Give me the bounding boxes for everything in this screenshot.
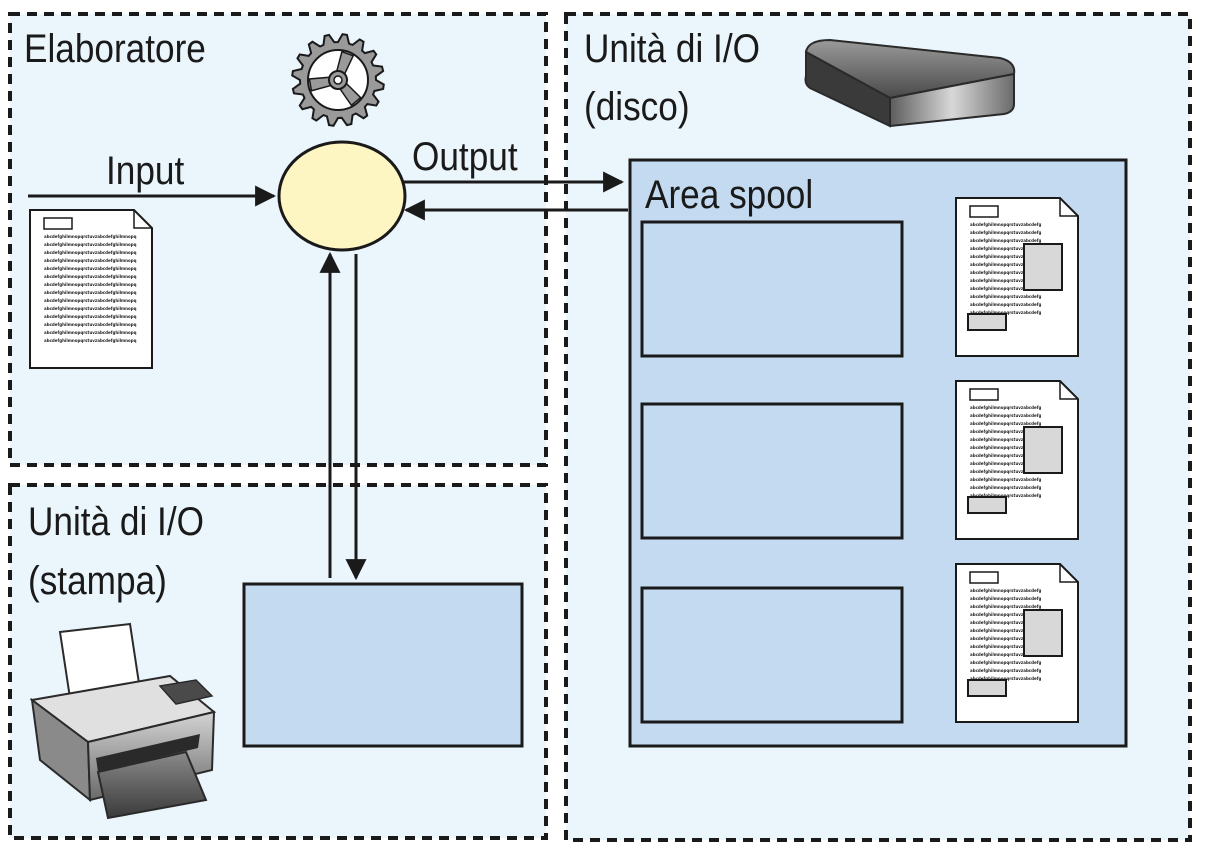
spool-documents: abcdefghilmnopqrstuvzabcdefg abcdefghilmn… [955,197,1079,723]
svg-text:abcdefghilmnopqrstuvzabcdefghi: abcdefghilmnopqrstuvzabcdefghilmnopq [44,290,137,295]
svg-text:abcdefghilmnopqrstuvzabcdefg: abcdefghilmnopqrstuvzabcdefg [970,294,1041,299]
svg-text:abcdefghilmnopqrstuvzabcdefg: abcdefghilmnopqrstuvzabcdefg [970,262,1041,267]
document-icon: abcdefghilmnopqrstuvzabcdefg abcdefghilmn… [955,563,1079,723]
svg-text:abcdefghilmnopqrstuvzabcdefg: abcdefghilmnopqrstuvzabcdefg [970,413,1041,418]
svg-text:abcdefghilmnopqrstuvzabcdefg: abcdefghilmnopqrstuvzabcdefg [970,676,1041,681]
spool-area-label: Area spool [645,172,813,217]
svg-text:abcdefghilmnopqrstuvzabcdefg: abcdefghilmnopqrstuvzabcdefg [970,636,1041,641]
processor-node [277,140,407,252]
svg-text:abcdefghilmnopqrstuvzabcdefg: abcdefghilmnopqrstuvzabcdefg [970,493,1041,498]
svg-text:abcdefghilmnopqrstuvzabcdefg: abcdefghilmnopqrstuvzabcdefg [970,254,1041,259]
spool-slot-2 [640,402,904,540]
svg-text:abcdefghilmnopqrstuvzabcdefghi: abcdefghilmnopqrstuvzabcdefghilmnopq [44,258,137,263]
printer-buffer [242,582,524,748]
svg-text:abcdefghilmnopqrstuvzabcdefghi: abcdefghilmnopqrstuvzabcdefghilmnopq [44,282,137,287]
spool-slot-1 [640,220,904,358]
svg-text:abcdefghilmnopqrstuvzabcdefg: abcdefghilmnopqrstuvzabcdefg [970,270,1041,275]
svg-text:abcdefghilmnopqrstuvzabcdefg: abcdefghilmnopqrstuvzabcdefg [970,660,1041,665]
document-icon: abcdefghilmnopqrstuvzabcdefg abcdefghilmn… [955,380,1079,540]
spool-slot-3 [640,586,904,724]
svg-text:abcdefghilmnopqrstuvzabcdefghi: abcdefghilmnopqrstuvzabcdefghilmnopq [44,298,137,303]
document-icon: abcdefghilmnopqrstuvzabcdefghilmnopq abcd… [29,209,153,369]
disk-region: Unità di I/O (disco) Area spool abcdefgh… [564,12,1192,842]
svg-text:abcdefghilmnopqrstuvzabcdefg: abcdefghilmnopqrstuvzabcdefg [970,652,1041,657]
disk-region-label-line1: Unità di I/O [584,26,760,71]
svg-text:abcdefghilmnopqrstuvzabcdefg: abcdefghilmnopqrstuvzabcdefg [970,238,1041,243]
svg-text:abcdefghilmnopqrstuvzabcdefg: abcdefghilmnopqrstuvzabcdefg [970,230,1041,235]
svg-text:abcdefghilmnopqrstuvzabcdefg: abcdefghilmnopqrstuvzabcdefg [970,429,1041,434]
svg-text:abcdefghilmnopqrstuvzabcdefg: abcdefghilmnopqrstuvzabcdefg [970,668,1041,673]
svg-text:abcdefghilmnopqrstuvzabcdefghi: abcdefghilmnopqrstuvzabcdefghilmnopq [44,242,137,247]
svg-text:abcdefghilmnopqrstuvzabcdefg: abcdefghilmnopqrstuvzabcdefg [970,596,1041,601]
svg-text:abcdefghilmnopqrstuvzabcdefg: abcdefghilmnopqrstuvzabcdefg [970,278,1041,283]
printer-region-label-line2: (stampa) [28,558,167,603]
svg-text:abcdefghilmnopqrstuvzabcdefg: abcdefghilmnopqrstuvzabcdefg [970,405,1041,410]
printer-region-label-line1: Unità di I/O [28,499,204,544]
svg-text:abcdefghilmnopqrstuvzabcdefg: abcdefghilmnopqrstuvzabcdefg [970,453,1041,458]
svg-text:abcdefghilmnopqrstuvzabcdefghi: abcdefghilmnopqrstuvzabcdefghilmnopq [44,314,137,319]
spool-area: Area spool abcdefghilmnopqrstuvzabcdefga… [628,158,1128,748]
input-document-icon: abcdefghilmnopqrstuvzabcdefghilmnopq abcd… [29,209,153,369]
svg-text:abcdefghilmnopqrstuvzabcdefg: abcdefghilmnopqrstuvzabcdefg [970,604,1041,609]
svg-text:abcdefghilmnopqrstuvzabcdefg: abcdefghilmnopqrstuvzabcdefg [970,477,1041,482]
svg-text:abcdefghilmnopqrstuvzabcdefg: abcdefghilmnopqrstuvzabcdefg [970,246,1041,251]
svg-text:abcdefghilmnopqrstuvzabcdefghi: abcdefghilmnopqrstuvzabcdefghilmnopq [44,250,137,255]
svg-text:abcdefghilmnopqrstuvzabcdefg: abcdefghilmnopqrstuvzabcdefg [970,628,1041,633]
printer-icon [29,622,217,820]
svg-text:abcdefghilmnopqrstuvzabcdefghi: abcdefghilmnopqrstuvzabcdefghilmnopq [44,338,137,343]
svg-text:abcdefghilmnopqrstuvzabcdefghi: abcdefghilmnopqrstuvzabcdefghilmnopq [44,266,137,271]
svg-text:abcdefghilmnopqrstuvzabcdefg: abcdefghilmnopqrstuvzabcdefg [970,302,1041,307]
svg-text:abcdefghilmnopqrstuvzabcdefg: abcdefghilmnopqrstuvzabcdefg [970,421,1041,426]
svg-text:abcdefghilmnopqrstuvzabcdefg: abcdefghilmnopqrstuvzabcdefg [970,461,1041,466]
svg-text:abcdefghilmnopqrstuvzabcdefghi: abcdefghilmnopqrstuvzabcdefghilmnopq [44,274,137,279]
svg-text:abcdefghilmnopqrstuvzabcdefg: abcdefghilmnopqrstuvzabcdefg [970,620,1041,625]
output-arrow-label: Output [412,134,518,179]
svg-text:abcdefghilmnopqrstuvzabcdefghi: abcdefghilmnopqrstuvzabcdefghilmnopq [44,322,137,327]
svg-text:abcdefghilmnopqrstuvzabcdefg: abcdefghilmnopqrstuvzabcdefg [970,485,1041,490]
svg-text:abcdefghilmnopqrstuvzabcdefghi: abcdefghilmnopqrstuvzabcdefghilmnopq [44,330,137,335]
flow-arrows [28,171,628,581]
svg-text:abcdefghilmnopqrstuvzabcdefg: abcdefghilmnopqrstuvzabcdefg [970,222,1041,227]
input-arrow-label: Input [106,148,185,193]
svg-text:abcdefghilmnopqrstuvzabcdefg: abcdefghilmnopqrstuvzabcdefg [970,469,1041,474]
disk-drive-icon [804,38,1016,128]
disk-region-label-line2: (disco) [584,84,690,129]
svg-text:abcdefghilmnopqrstuvzabcdefg: abcdefghilmnopqrstuvzabcdefg [970,445,1041,450]
svg-text:abcdefghilmnopqrstuvzabcdefg: abcdefghilmnopqrstuvzabcdefg [970,310,1041,315]
processor-region-label: Elaboratore [24,26,206,71]
svg-text:abcdefghilmnopqrstuvzabcdefg: abcdefghilmnopqrstuvzabcdefg [970,286,1041,291]
gear-icon [291,33,385,127]
svg-text:abcdefghilmnopqrstuvzabcdefg: abcdefghilmnopqrstuvzabcdefg [970,612,1041,617]
document-icon: abcdefghilmnopqrstuvzabcdefg abcdefghilmn… [955,197,1079,357]
svg-text:abcdefghilmnopqrstuvzabcdefghi: abcdefghilmnopqrstuvzabcdefghilmnopq [44,234,137,239]
svg-text:abcdefghilmnopqrstuvzabcdefg: abcdefghilmnopqrstuvzabcdefg [970,644,1041,649]
svg-text:abcdefghilmnopqrstuvzabcdefghi: abcdefghilmnopqrstuvzabcdefghilmnopq [44,306,137,311]
svg-text:abcdefghilmnopqrstuvzabcdefg: abcdefghilmnopqrstuvzabcdefg [970,437,1041,442]
svg-text:abcdefghilmnopqrstuvzabcdefg: abcdefghilmnopqrstuvzabcdefg [970,588,1041,593]
